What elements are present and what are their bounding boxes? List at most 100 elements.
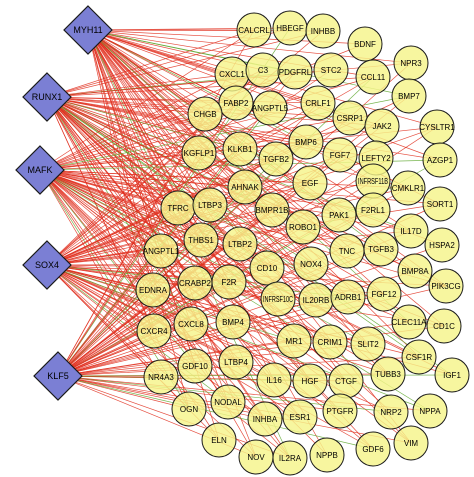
gene-node-bmp7[interactable]: BMP7 [391,78,427,114]
gene-node-il2ra[interactable]: IL2RA [272,440,308,476]
gene-label: ANGPTL5 [252,104,289,113]
gene-node-ltbp2[interactable]: LTBP2 [222,226,258,262]
gene-label: VIM [404,439,419,448]
gene-node-hbegf[interactable]: HBEGF [272,10,308,46]
gene-node-tfrc[interactable]: TFRC [160,190,196,226]
gene-node-clec11a[interactable]: CLEC11A [391,304,428,340]
tf-node-myh11[interactable]: MYH11 [63,5,113,55]
gene-node-ccl11[interactable]: CCL11 [355,59,391,95]
gene-node-igf1[interactable]: IGF1 [434,357,470,393]
gene-node-cysltr1[interactable]: CYSLTR1 [419,109,455,145]
edge-mafk-il2ra [39,169,291,459]
gene-node-cxcr4[interactable]: CXCR4 [136,313,172,349]
edge-klf5-ltbp3 [57,204,211,377]
gene-node-tgfb3[interactable]: TGFB3 [363,231,399,267]
gene-node-ednra[interactable]: EDNRA [135,272,171,308]
gene-node-bmp8a[interactable]: BMP8A [397,253,433,289]
gene-node-cd1c[interactable]: CD1C [426,308,462,344]
gene-node-hspa2[interactable]: HSPA2 [424,227,460,263]
gene-node-bmp4[interactable]: BMP4 [215,304,251,340]
gene-node-jak2[interactable]: JAK2 [364,108,400,144]
gene-node-c3[interactable]: C3 [245,52,281,88]
gene-node-infrsf10c[interactable]: INFRSF10C [260,281,296,317]
gene-node-nppa[interactable]: NPPA [412,393,448,429]
gene-node-cxcl8[interactable]: CXCL8 [173,306,209,342]
gene-node-pak1[interactable]: PAK1 [321,197,357,233]
gene-node-npr3[interactable]: NPR3 [393,45,429,81]
gene-node-il16[interactable]: IL16 [256,362,292,398]
gene-node-calcrl[interactable]: CALCRL [236,12,272,48]
gene-label: FGF12 [372,290,397,299]
gene-node-chgb[interactable]: CHGB [187,96,223,132]
gene-node-il17d[interactable]: IL17D [393,213,429,249]
gene-node-stc2[interactable]: STC2 [313,52,349,88]
gene-node-bdnf[interactable]: BDNF [347,26,383,62]
gene-node-crabp2[interactable]: CRABP2 [177,265,213,301]
gene-node-inhba[interactable]: INHBA [247,401,283,437]
gene-node-f2r[interactable]: F2R [211,264,247,300]
gene-node-tnc[interactable]: TNC [329,233,365,269]
gene-label: TGFB3 [368,245,394,254]
gene-node-ahnak[interactable]: AHNAK [227,169,263,205]
gene-node-f2rl1[interactable]: F2RL1 [355,192,391,228]
gene-node-pik3cg[interactable]: PIK3CG [428,268,464,304]
gene-node-ptgfr[interactable]: PTGFR [322,393,358,429]
gene-node-angptl1[interactable]: ANGPTL1 [143,233,180,269]
gene-node-esr1[interactable]: ESR1 [282,399,318,435]
gene-node-ctgf[interactable]: CTGF [328,363,364,399]
edge-mafk-calcrl [39,29,255,171]
gene-node-fgf12[interactable]: FGF12 [366,276,402,312]
gene-node-pdgfrl[interactable]: PDGFRL [277,54,313,90]
gene-node-ogn[interactable]: OGN [171,391,207,427]
gene-node-fabp2[interactable]: FABP2 [218,85,254,121]
gene-node-sort1[interactable]: SORT1 [422,186,458,222]
gene-node-tgfb2[interactable]: TGFB2 [258,141,294,177]
gene-node-nov[interactable]: NOV [238,439,274,475]
gene-node-cd10[interactable]: CD10 [249,250,285,286]
gene-node-ltbp3[interactable]: LTBP3 [192,187,228,223]
gene-node-klkb1[interactable]: KLKB1 [222,131,258,167]
tf-node-runx1[interactable]: RUNX1 [22,72,72,122]
gene-node-thbs1[interactable]: THBS1 [183,222,219,258]
gene-label: ADRB1 [335,293,362,302]
gene-node-bmp6[interactable]: BMP6 [288,124,324,160]
tf-node-klf5[interactable]: KLF5 [33,351,83,401]
gene-node-mr1[interactable]: MR1 [276,323,312,359]
gene-node-crim1[interactable]: CRIM1 [312,324,348,360]
tf-node-mafk[interactable]: MAFK [15,145,65,195]
gene-node-csrp1[interactable]: CSRP1 [332,100,368,136]
gene-node-nrp2[interactable]: NRP2 [373,394,409,430]
gene-node-inhbb[interactable]: INHBB [305,13,341,49]
gene-node-circle [136,313,172,349]
gene-node-cmklr1[interactable]: CMKLR1 [390,170,426,206]
gene-node-egf[interactable]: EGF [292,165,328,201]
gene-node-hgf[interactable]: HGF [292,363,328,399]
gene-label: CSRP1 [337,114,364,123]
gene-node-crlf1[interactable]: CRLF1 [300,85,336,121]
gene-node-adrb1[interactable]: ADRB1 [330,279,366,315]
gene-node-angptl5[interactable]: ANGPTL5 [252,90,289,126]
gene-node-kgflp1[interactable]: KGFLP1 [181,135,217,171]
gene-node-nr4a3[interactable]: NR4A3 [143,359,179,395]
gene-node-gdf10[interactable]: GDF10 [177,348,213,384]
gene-node-nppb[interactable]: NPPB [309,437,345,473]
gene-node-eln[interactable]: ELN [201,422,237,458]
gene-node-ltbp4[interactable]: LTBP4 [218,344,254,380]
gene-node-nox4[interactable]: NOX4 [293,246,329,282]
gene-node-azgp1[interactable]: AZGP1 [422,142,458,178]
gene-node-fgf7[interactable]: FGF7 [322,137,358,173]
tf-node-sox4[interactable]: SOX4 [22,240,72,290]
gene-label: EDNRA [139,286,168,295]
gene-node-nodal[interactable]: NODAL [210,384,246,420]
gene-node-gdf6[interactable]: GDF6 [355,431,391,467]
gene-node-robo1[interactable]: ROBO1 [285,209,321,245]
gene-node-vim[interactable]: VIM [393,425,429,461]
gene-node-cxcl1[interactable]: CXCL1 [214,56,250,92]
edge-sox4-gdf10 [46,264,196,367]
gene-node-il20rb[interactable]: IL20RB [298,282,334,318]
gene-node-bmpr1b[interactable]: BMPR1B [254,192,290,228]
gene-node-slit2[interactable]: SLIT2 [350,326,386,362]
gene-node-tubb3[interactable]: TUBB3 [370,356,406,392]
gene-node-csf1r[interactable]: CSF1R [401,339,437,375]
